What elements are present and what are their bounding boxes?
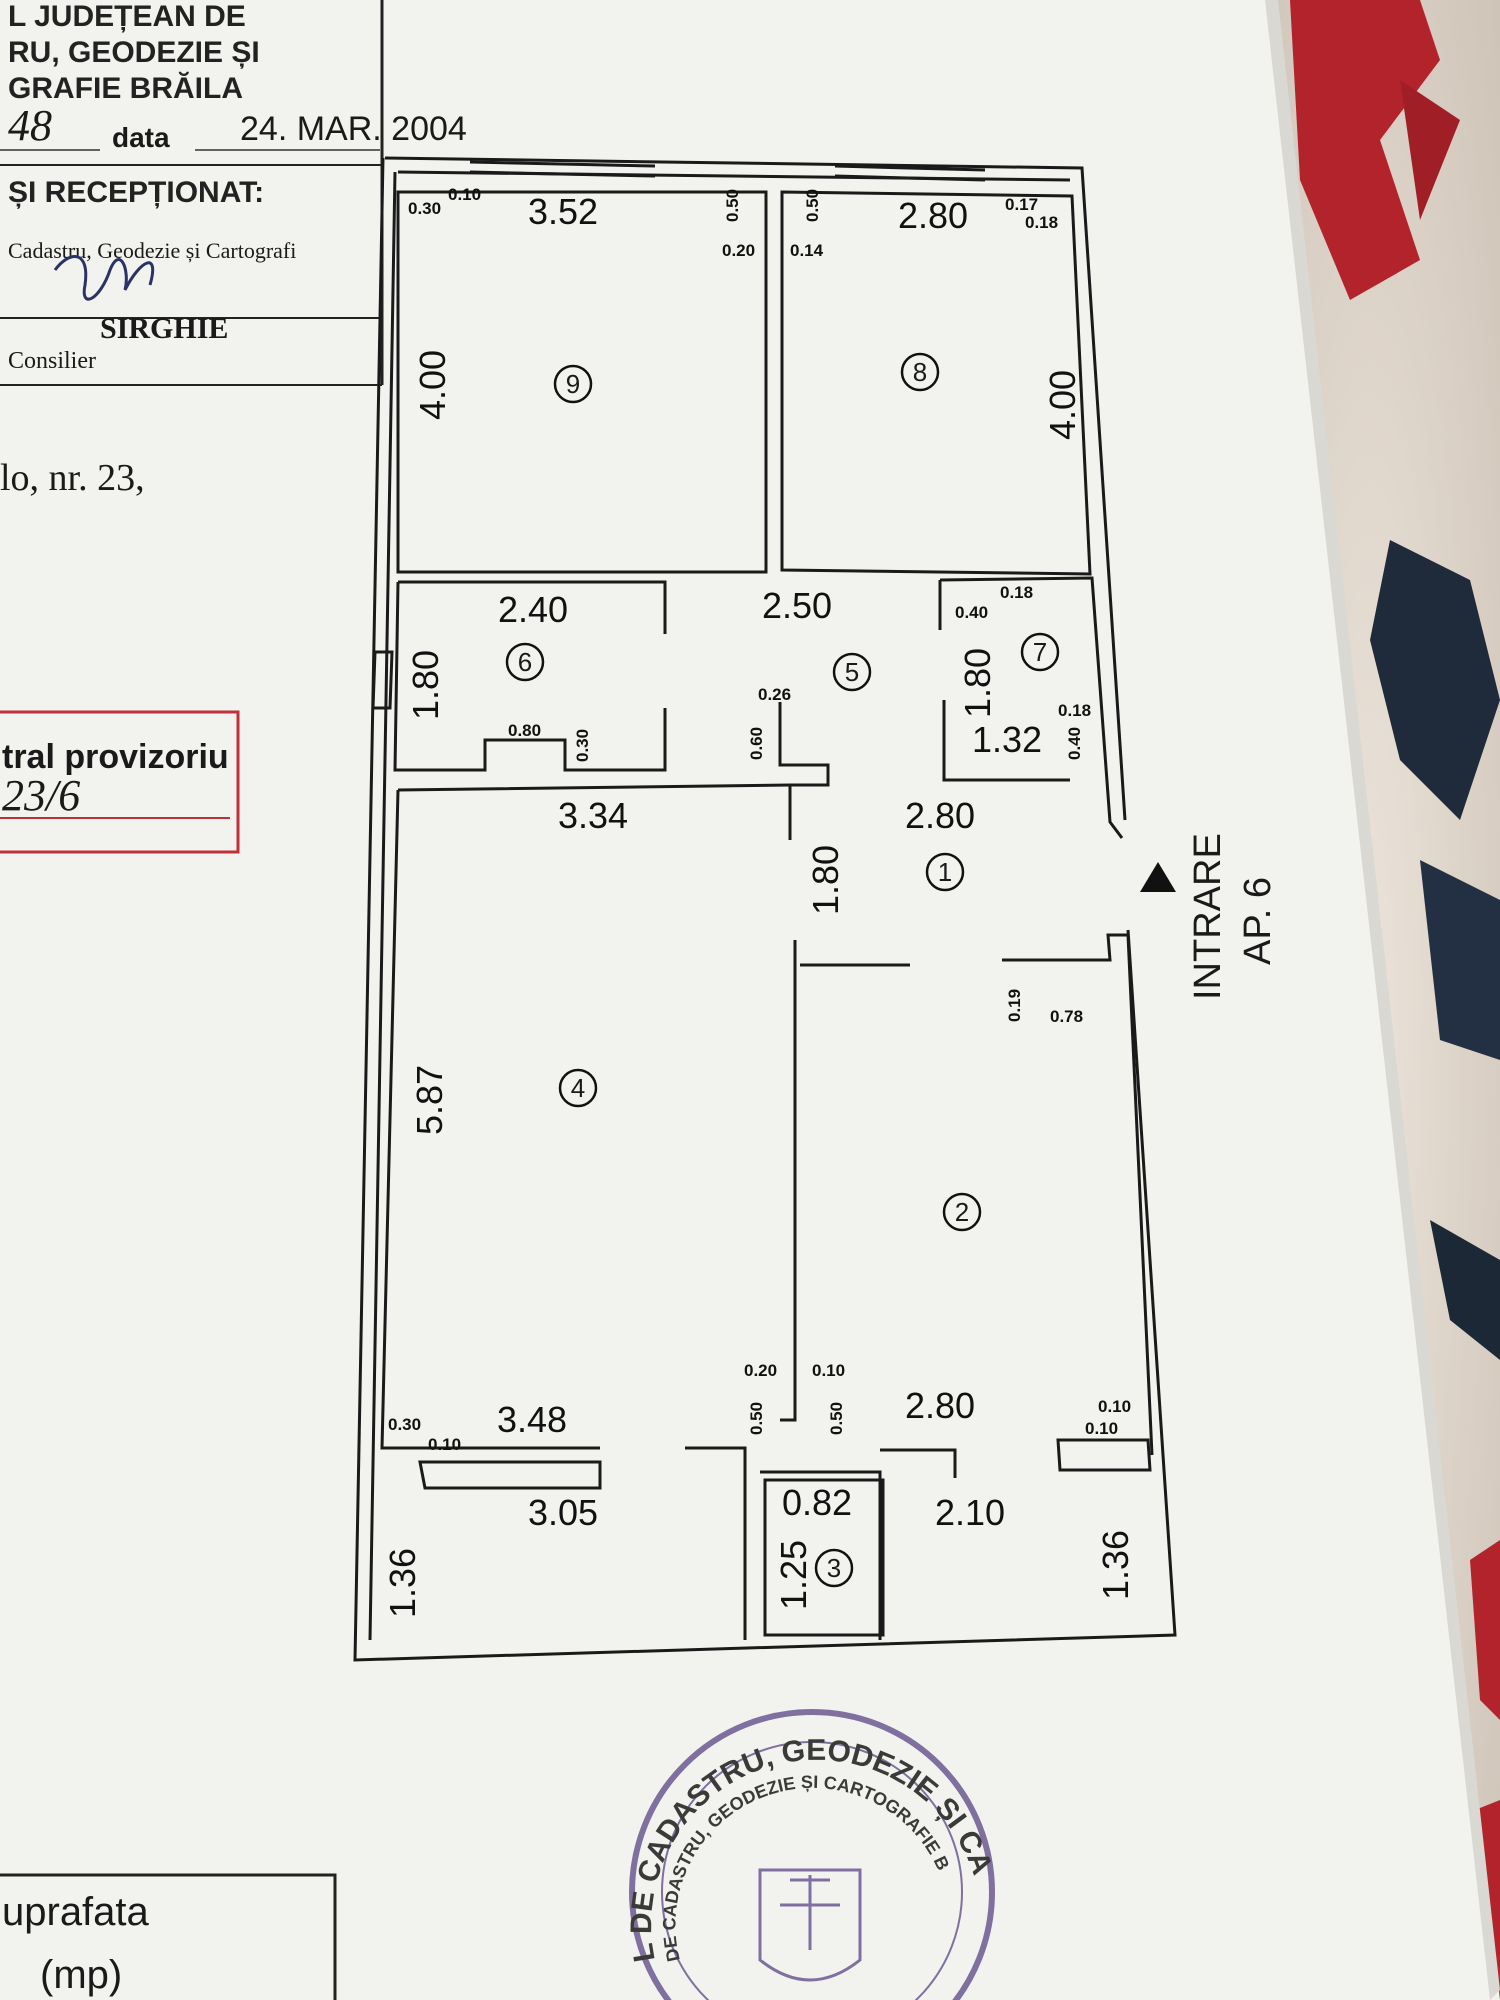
- paper-shadow: [1265, 0, 1500, 2000]
- office-name: Cadastru, Geodezie și Cartografi: [8, 238, 296, 263]
- room-6-walls: [393, 580, 667, 772]
- footer-unit: (mp): [40, 1953, 122, 1997]
- dim-r4-height: 5.87: [409, 1065, 450, 1135]
- dim-s018-c: 0.18: [1058, 701, 1091, 720]
- footer-table: uprafata (mp): [0, 1873, 337, 2000]
- office-line-2: RU, GEODEZIE ȘI: [8, 36, 260, 69]
- entrance-apartment: AP. 6: [1237, 877, 1279, 965]
- dim-balcony-left-height: 1.36: [382, 1548, 423, 1618]
- room-1-number: 1: [938, 857, 952, 887]
- outer-wall: [353, 156, 1177, 1662]
- dim-r8-height: 4.00: [1042, 370, 1083, 440]
- window-top-left: [469, 160, 656, 178]
- red-stamp: tral provizoriu 23/6: [0, 710, 240, 854]
- dim-balcony-left-width: 3.05: [528, 1492, 598, 1533]
- dim-s018-b: 0.18: [1000, 583, 1033, 602]
- dim-r7-height: 1.80: [957, 648, 998, 718]
- dim-balcony-right-width: 2.10: [935, 1492, 1005, 1533]
- window-left: [371, 650, 394, 710]
- entrance-marker: INTRARE AP. 6: [1140, 833, 1279, 1000]
- room-3-number: 3: [827, 1553, 841, 1583]
- dim-r8-width: 2.80: [898, 195, 968, 236]
- dim-s050-a: 0.50: [723, 189, 742, 222]
- room-4-number: 4: [571, 1073, 585, 1103]
- hall-partition: [778, 702, 830, 840]
- dim-r3-width: 0.82: [782, 1482, 852, 1523]
- dim-s010-d: 0.10: [1098, 1397, 1131, 1416]
- coat-of-arms-icon: [758, 1868, 862, 1982]
- dim-s017: 0.17: [1005, 195, 1038, 214]
- room-6-number: 6: [518, 647, 532, 677]
- dim-r4-width: 3.34: [558, 795, 628, 836]
- signature: [53, 255, 155, 301]
- dim-r6-height: 1.80: [405, 650, 446, 720]
- bottom-partitions: [418, 1438, 1152, 1640]
- dim-s018-a: 0.18: [1025, 213, 1058, 232]
- dim-r5-width: 2.50: [762, 585, 832, 626]
- red-stamp-number: 23/6: [2, 771, 80, 820]
- dim-hall-height: 1.80: [805, 845, 846, 915]
- office-line-3: GRAFIE BRĂILA: [8, 71, 243, 105]
- dim-r6-width: 2.40: [498, 589, 568, 630]
- dim-s010-a: 0.10: [448, 185, 481, 204]
- dim-r2-bottom: 2.80: [905, 1385, 975, 1426]
- dim-hall-width: 2.80: [905, 795, 975, 836]
- address-fragment: lo, nr. 23,: [0, 457, 145, 499]
- registration-number: 48: [8, 101, 52, 150]
- dim-balcony-right-height: 1.36: [1095, 1530, 1136, 1600]
- room-9-number: 9: [566, 369, 580, 399]
- room-3-walls: [763, 1478, 885, 1637]
- dim-s050-d: 0.50: [827, 1402, 846, 1435]
- dim-s020-a: 0.20: [722, 241, 755, 260]
- window-top-right: [834, 164, 986, 182]
- dim-r9-width: 3.52: [528, 191, 598, 232]
- dim-s040-b: 0.40: [1065, 727, 1084, 760]
- room-number-markers: 9 8 6 5 7 1 4 2 3: [505, 352, 1060, 1588]
- date-label: data: [112, 122, 170, 153]
- dim-s030-b: 0.30: [573, 729, 592, 762]
- dimension-labels: 3.52 2.80 4.00 4.00 2.40 2.50 1.80 1.80 …: [382, 191, 1136, 1618]
- dim-s014: 0.14: [790, 241, 824, 260]
- room-5-number: 5: [845, 657, 859, 687]
- footer-column-label: uprafata: [2, 1890, 150, 1934]
- dim-s030-a: 0.30: [408, 199, 441, 218]
- dim-s050-b: 0.50: [803, 189, 822, 222]
- room-7-number: 7: [1033, 637, 1047, 667]
- room-7-walls: [938, 576, 1124, 839]
- dim-r9-height: 4.00: [412, 350, 453, 420]
- dim-s026: 0.26: [758, 685, 791, 704]
- dim-s019: 0.19: [1005, 989, 1024, 1022]
- received-label: ȘI RECEPȚIONAT:: [8, 176, 264, 209]
- room-4-walls: [380, 783, 791, 1450]
- small-dimension-labels: 0.30 0.10 0.50 0.20 0.50 0.14 0.17 0.18 …: [388, 185, 1131, 1454]
- dim-s080: 0.80: [508, 721, 541, 740]
- entrance-arrow-icon: [1140, 862, 1176, 892]
- signer-name: SIRGHIE: [100, 312, 228, 345]
- dim-s050-c: 0.50: [747, 1402, 766, 1435]
- dim-s020-b: 0.20: [744, 1361, 777, 1380]
- entrance-label: INTRARE: [1187, 833, 1229, 1000]
- dim-r7-width: 1.32: [972, 719, 1042, 760]
- dim-r3-height: 1.25: [773, 1540, 814, 1610]
- dim-s060: 0.60: [747, 727, 766, 760]
- dim-s078: 0.78: [1050, 1007, 1083, 1026]
- dim-s010-c: 0.10: [428, 1435, 461, 1454]
- dim-s010-e: 0.10: [1085, 1419, 1118, 1438]
- room-2-walls: [780, 933, 1154, 1456]
- signer-role: Consilier: [8, 348, 96, 374]
- date-value: 24. MAR. 2004: [240, 110, 467, 148]
- floor-plan: [353, 156, 1177, 1662]
- dim-s010-b: 0.10: [812, 1361, 845, 1380]
- room-8-number: 8: [913, 357, 927, 387]
- red-stamp-text: tral provizoriu: [2, 738, 229, 776]
- office-line-1: L JUDEȚEAN DE: [8, 0, 246, 33]
- dim-s040-a: 0.40: [955, 603, 988, 622]
- dim-s030-c: 0.30: [388, 1415, 421, 1434]
- room-2-number: 2: [955, 1197, 969, 1227]
- header-box: L JUDEȚEAN DE RU, GEODEZIE ȘI GRAFIE BRĂ…: [0, 0, 467, 386]
- dim-r4-bottom: 3.48: [497, 1399, 567, 1440]
